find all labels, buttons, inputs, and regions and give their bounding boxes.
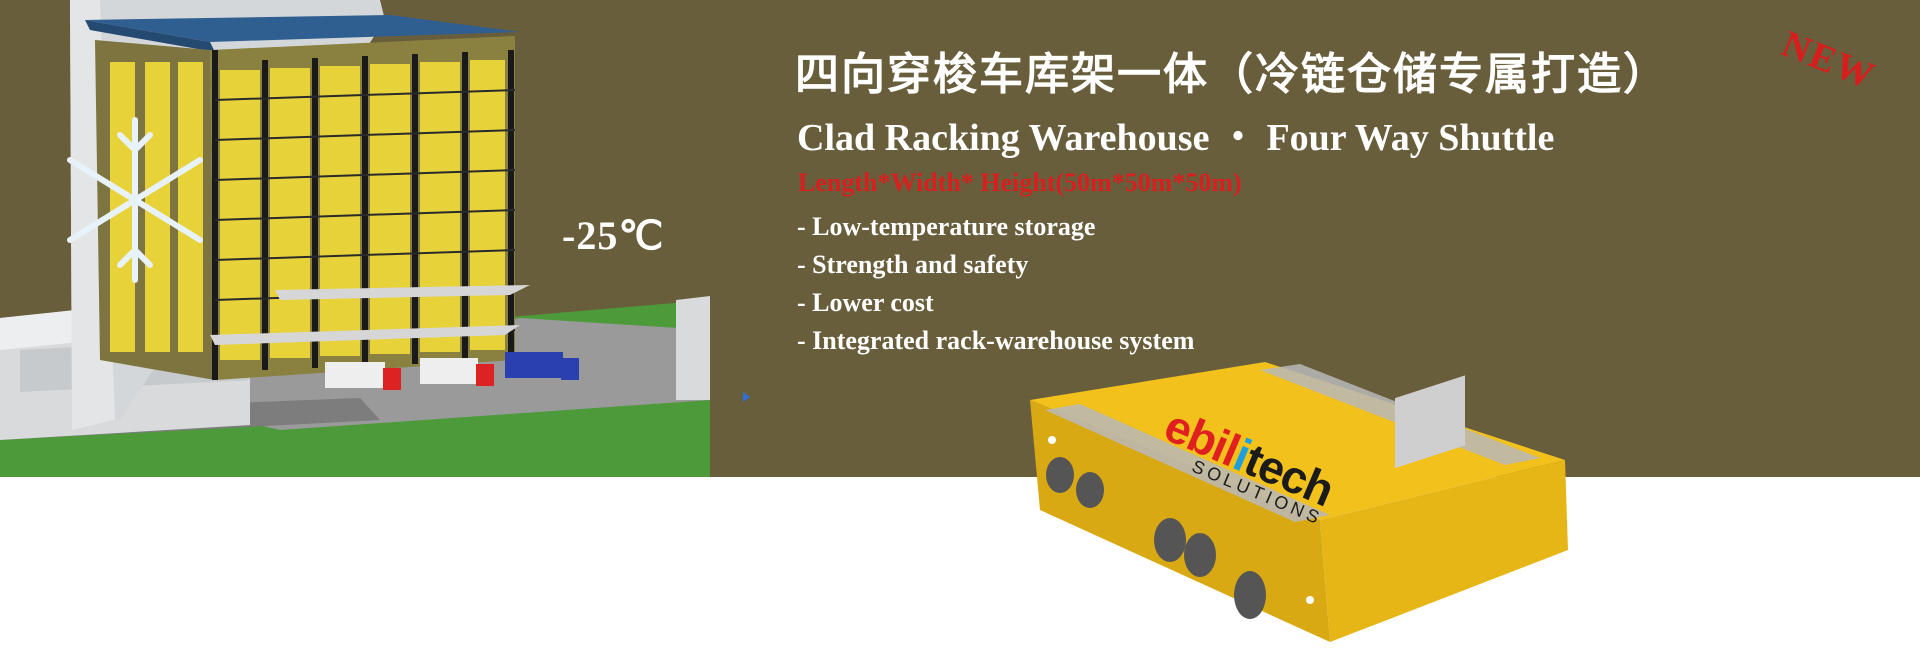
temperature-label: -25℃ xyxy=(562,213,665,258)
feature-item: - Strength and safety xyxy=(797,250,1029,279)
shuttle-illustration xyxy=(1020,350,1580,650)
feature-item: - Low-temperature storage xyxy=(797,212,1096,241)
carousel-arrow-icon[interactable] xyxy=(743,392,750,402)
english-title: Clad Racking Warehouse ・ Four Way Shuttl… xyxy=(797,117,1555,159)
dimensions-text: Length*Width* Height(50m*50m*50m) xyxy=(798,168,1242,197)
warehouse-illustration xyxy=(0,0,710,477)
feature-item: - Integrated rack-warehouse system xyxy=(797,326,1195,355)
chinese-title: 四向穿梭车库架一体（冷链仓储专属打造） xyxy=(795,49,1669,100)
feature-item: - Lower cost xyxy=(797,288,934,317)
feature-list: - Low-temperature storage - Strength and… xyxy=(797,208,1194,360)
